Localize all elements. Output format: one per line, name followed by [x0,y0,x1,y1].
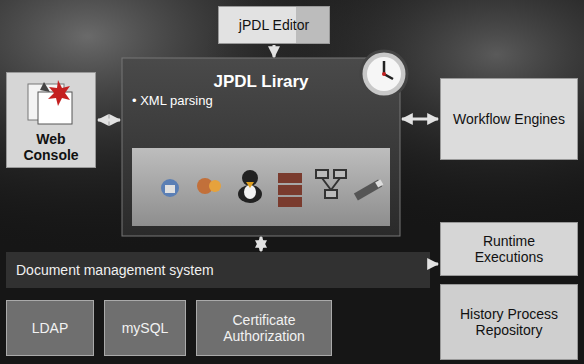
node-label: Workflow Engines [453,111,565,127]
node-label: History Process Repository [447,306,571,338]
history-box: History Process Repository [440,284,578,360]
mysql-box: mySQL [104,300,186,356]
editor-box: jPDL Editor [218,6,330,44]
connector-arrow [432,263,438,266]
node-body: • XML parsing [132,94,352,109]
connector-arrow [402,118,438,121]
connector-arrow [273,45,276,57]
document-band: Document management system [6,252,430,288]
node-label: Document management system [16,262,214,278]
node-label: LDAP [32,320,69,336]
connector-arrow [98,119,120,122]
node-label: jPDL Editor [239,17,309,33]
console-box: Web Console [6,72,96,168]
clock-icon [361,51,407,97]
band-fill [6,252,430,288]
library-icons [161,170,384,207]
library-fill [122,58,400,236]
console-fill [6,72,96,168]
engine-box: Workflow Engines [440,78,578,160]
node-label: Web Console [13,131,89,163]
console-icon [28,80,72,124]
ldap-box: LDAP [6,300,94,356]
node-label: Runtime Executions [447,233,571,265]
certificate-box: Certificate Authorization [196,300,332,356]
connector-arrow [260,237,263,251]
runtime-box: Runtime Executions [440,222,578,276]
node-label: Certificate Authorization [203,312,325,344]
node-label: JPDL Lirary [132,72,352,92]
library-panel [132,148,390,226]
node-label: mySQL [122,320,169,336]
library-box: JPDL Lirary • XML parsing [122,58,400,236]
